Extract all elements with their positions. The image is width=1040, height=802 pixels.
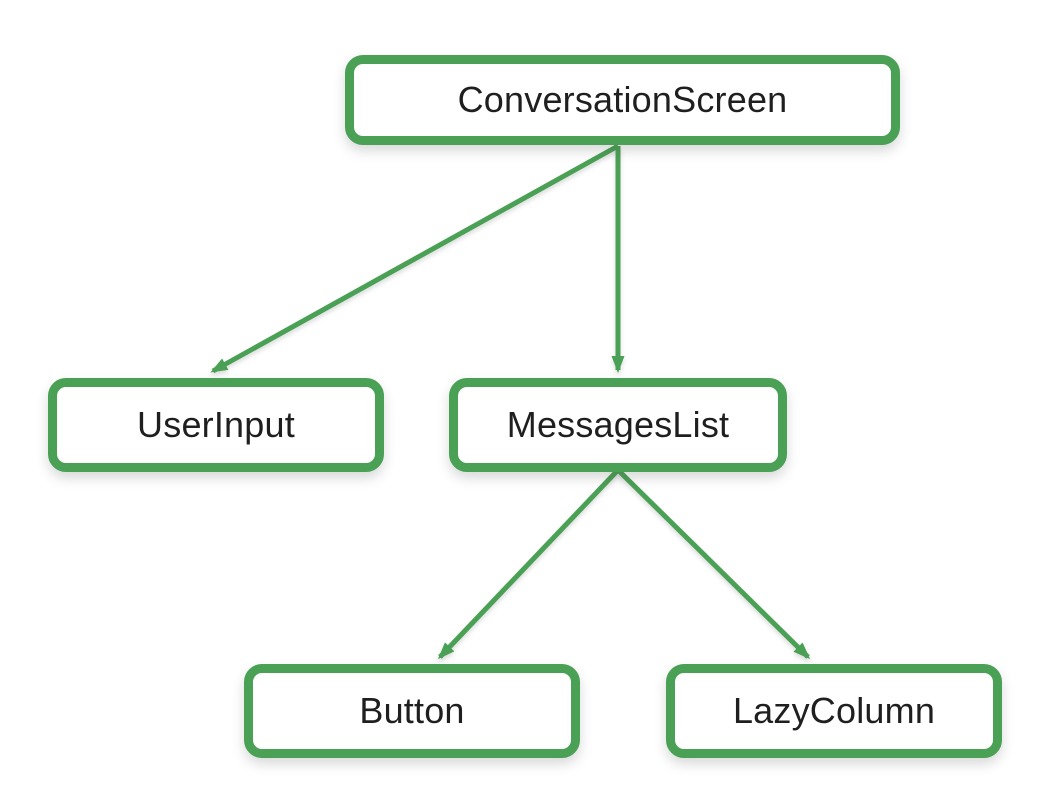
node-lazy-column: LazyColumn (666, 664, 1002, 758)
node-messages-list-label: MessagesList (506, 404, 730, 445)
node-user-input-label: UserInput (137, 404, 295, 445)
node-conversation-screen-label: ConversationScreen (457, 79, 788, 120)
node-lazy-column-label: LazyColumn (732, 690, 936, 731)
node-conversation-screen: ConversationScreen (345, 55, 900, 145)
node-button-label: Button (359, 690, 465, 731)
node-user-input: UserInput (48, 378, 384, 472)
node-button: Button (244, 664, 580, 758)
node-messages-list: MessagesList (449, 378, 787, 472)
edge-conversationscreen-to-userinput (210, 143, 620, 374)
edge-messageslist-to-button (437, 468, 620, 660)
edge-messageslist-to-lazycolumn (616, 468, 811, 660)
